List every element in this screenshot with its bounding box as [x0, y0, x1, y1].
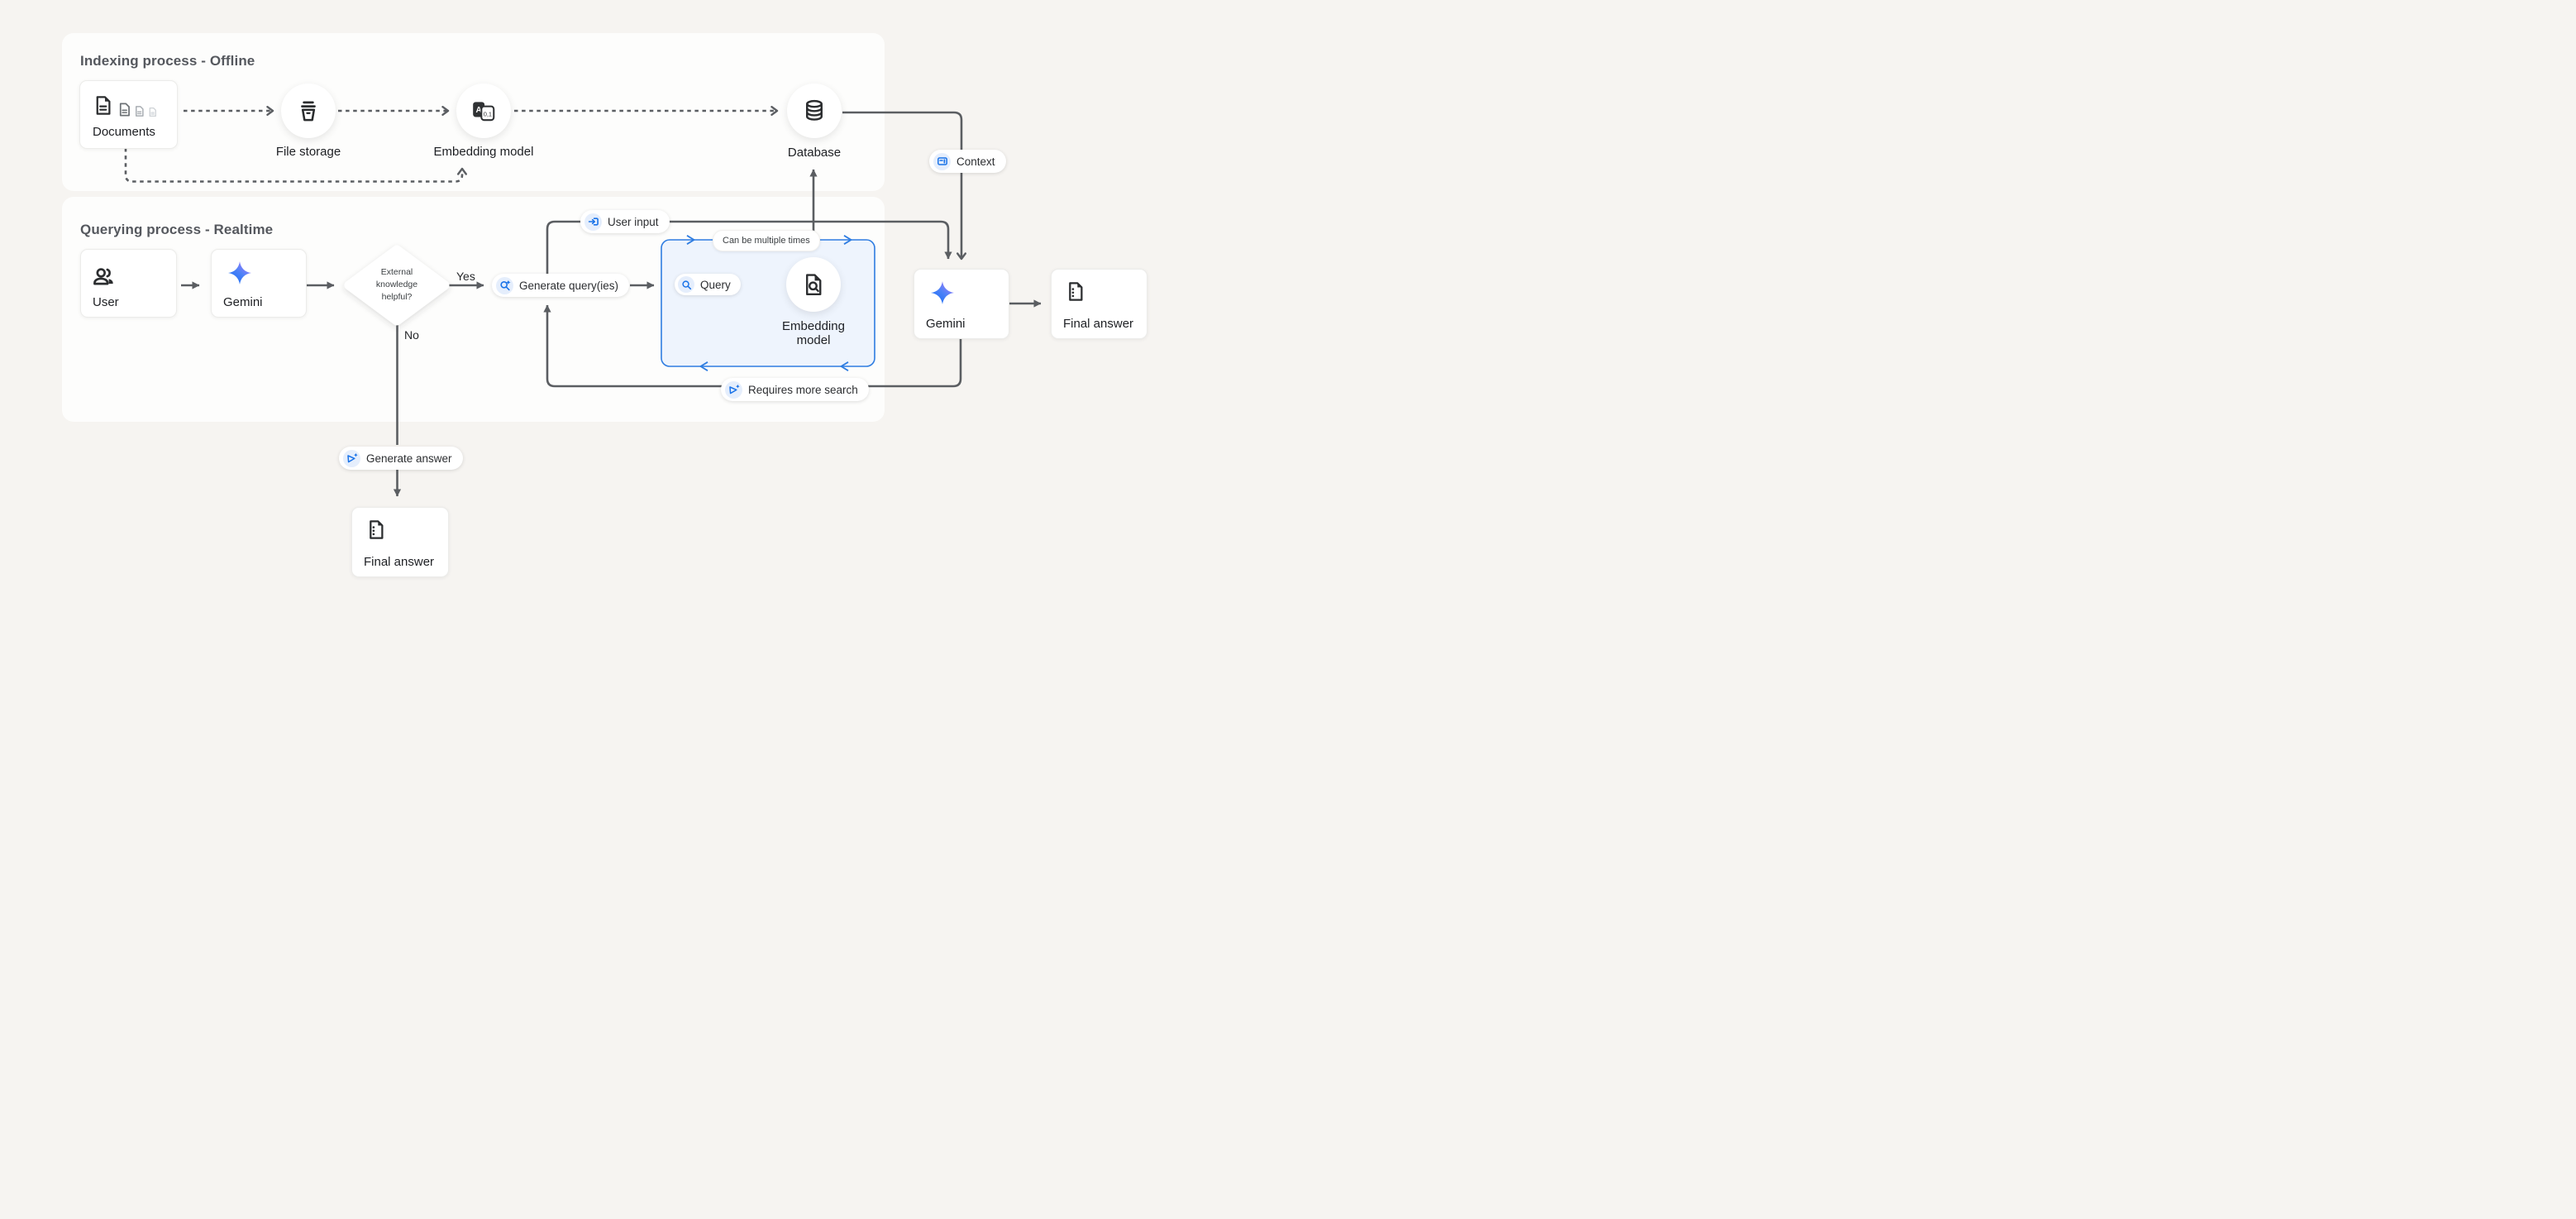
query-pill: Query [675, 274, 741, 295]
decision-text: External knowledge helpful? [375, 267, 418, 302]
wire-userinput-to-gemini [546, 220, 952, 274]
user-input-badge: User input [580, 210, 670, 233]
gemini-left-box: Gemini [211, 249, 307, 318]
loop-top-chevron-1 [686, 235, 696, 245]
decision-diamond [344, 245, 450, 326]
querying-panel-title: Querying process - Realtime [80, 222, 274, 237]
gemini-star-icon [227, 261, 252, 285]
requires-more-search-label: Requires more search [748, 383, 858, 396]
file-search-icon [801, 272, 827, 298]
document-icon [92, 94, 114, 117]
generate-queries-pill: Generate query(ies) [492, 274, 630, 297]
embedding-model-indexing-node: A 0,1 [456, 84, 511, 138]
loop-bottom-chevron-1 [699, 361, 708, 371]
wire-documents-return-to-embedding [124, 148, 467, 183]
gemini-right-box: Gemini [914, 269, 1009, 339]
wire-database-to-gemini-context [842, 111, 966, 261]
search-sparkle-icon [496, 276, 513, 294]
final-answer-right-label: Final answer [1063, 317, 1134, 331]
user-input-label: User input [608, 215, 659, 228]
final-answer-bottom-label: Final answer [364, 555, 435, 569]
database-icon [801, 98, 828, 124]
user-box: User [80, 249, 177, 318]
file-dotted-icon [365, 519, 387, 541]
embedding-model-indexing-label: Embedding model [433, 145, 534, 159]
context-badge: Context [929, 150, 1006, 173]
final-answer-right-box: Final answer [1051, 269, 1147, 339]
yes-label: Yes [456, 270, 475, 283]
context-label: Context [956, 155, 995, 168]
loop-bottom-chevron-2 [839, 361, 849, 371]
no-label: No [404, 328, 419, 342]
svg-text:A: A [475, 106, 482, 115]
user-label: User [93, 295, 119, 309]
login-arrow-icon [584, 213, 602, 231]
file-dotted-icon [1064, 280, 1086, 303]
can-be-multiple-times-label: Can be multiple times [713, 230, 820, 251]
gemini-left-label: Gemini [223, 295, 263, 309]
query-label: Query [700, 278, 731, 291]
gemini-right-label: Gemini [926, 317, 966, 331]
bucket-icon [295, 98, 322, 124]
generate-answer-badge: Generate answer [339, 447, 463, 470]
documents-label: Documents [93, 125, 155, 139]
search-icon [678, 276, 694, 293]
document-echo-icon-3 [147, 107, 158, 117]
file-storage-label: File storage [275, 145, 341, 159]
context-panel-icon [933, 152, 951, 170]
translate-embedding-icon: A 0,1 [470, 98, 497, 124]
send-sparkle-icon [343, 449, 360, 467]
svg-text:0,1: 0,1 [484, 111, 492, 118]
requires-more-search-badge: Requires more search [721, 378, 869, 401]
gemini-star-icon [930, 280, 955, 305]
users-icon [92, 265, 117, 289]
file-storage-node [281, 84, 336, 138]
embedding-model-querying-label: Embedding model [782, 319, 845, 347]
indexing-panel-title: Indexing process - Offline [80, 53, 255, 69]
send-sparkle-icon [725, 380, 742, 399]
database-label: Database [787, 146, 842, 160]
document-echo-icon-2 [133, 105, 145, 117]
document-echo-icon-1 [117, 102, 132, 117]
embedding-model-querying-node [786, 257, 841, 312]
documents-box: Documents [79, 80, 178, 149]
database-node [787, 84, 842, 138]
generate-answer-label: Generate answer [366, 452, 452, 465]
loop-top-chevron-2 [843, 235, 853, 245]
loop-box [661, 239, 875, 367]
generate-queries-label: Generate query(ies) [519, 279, 619, 292]
final-answer-bottom-box: Final answer [351, 507, 449, 577]
